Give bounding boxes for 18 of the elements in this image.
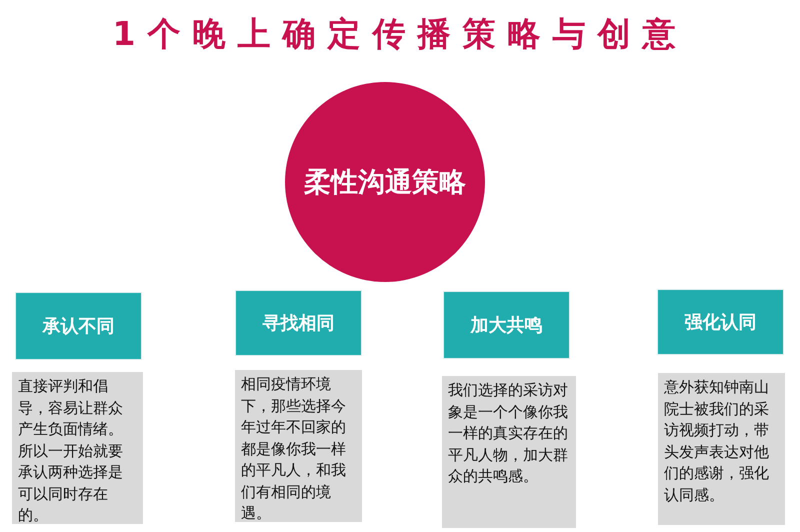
- description-box: [658, 373, 785, 525]
- description-box: [442, 376, 576, 528]
- description-text: 我们选择的采访对象是一个个像你我一样的真实存在的平凡人物，加大群众的共鸣感。: [448, 380, 569, 487]
- heading-box: [235, 290, 362, 356]
- heading-box: [15, 292, 142, 360]
- heading-text: 强化认同: [684, 311, 756, 334]
- description-box: [235, 370, 362, 522]
- heading-text: 寻找相同: [262, 312, 334, 335]
- strategy-label: 柔性沟通策略: [304, 166, 466, 200]
- description-text: 直接评判和倡导，容易让群众产生负面情绪。所以一开始就要承认两种选择是可以同时存在的。: [18, 376, 124, 526]
- title: 1个晚上确定传播策略与创意: [112, 13, 688, 55]
- description-text: 相同疫情环境下，那些选择今年过年不回家的都是像你我一样的平凡人，和我们有相同的境遇。: [241, 374, 347, 524]
- description-text: 意外获知钟南山院士被我们的采访视频打动，带头发声表达对他们的感谢，强化认同感。: [664, 377, 770, 506]
- heading-box: [657, 289, 784, 355]
- heading-text: 承认不同: [42, 315, 114, 338]
- heading-text: 加大共鸣: [470, 314, 542, 337]
- heading-box: [443, 291, 570, 359]
- description-box: [12, 372, 143, 524]
